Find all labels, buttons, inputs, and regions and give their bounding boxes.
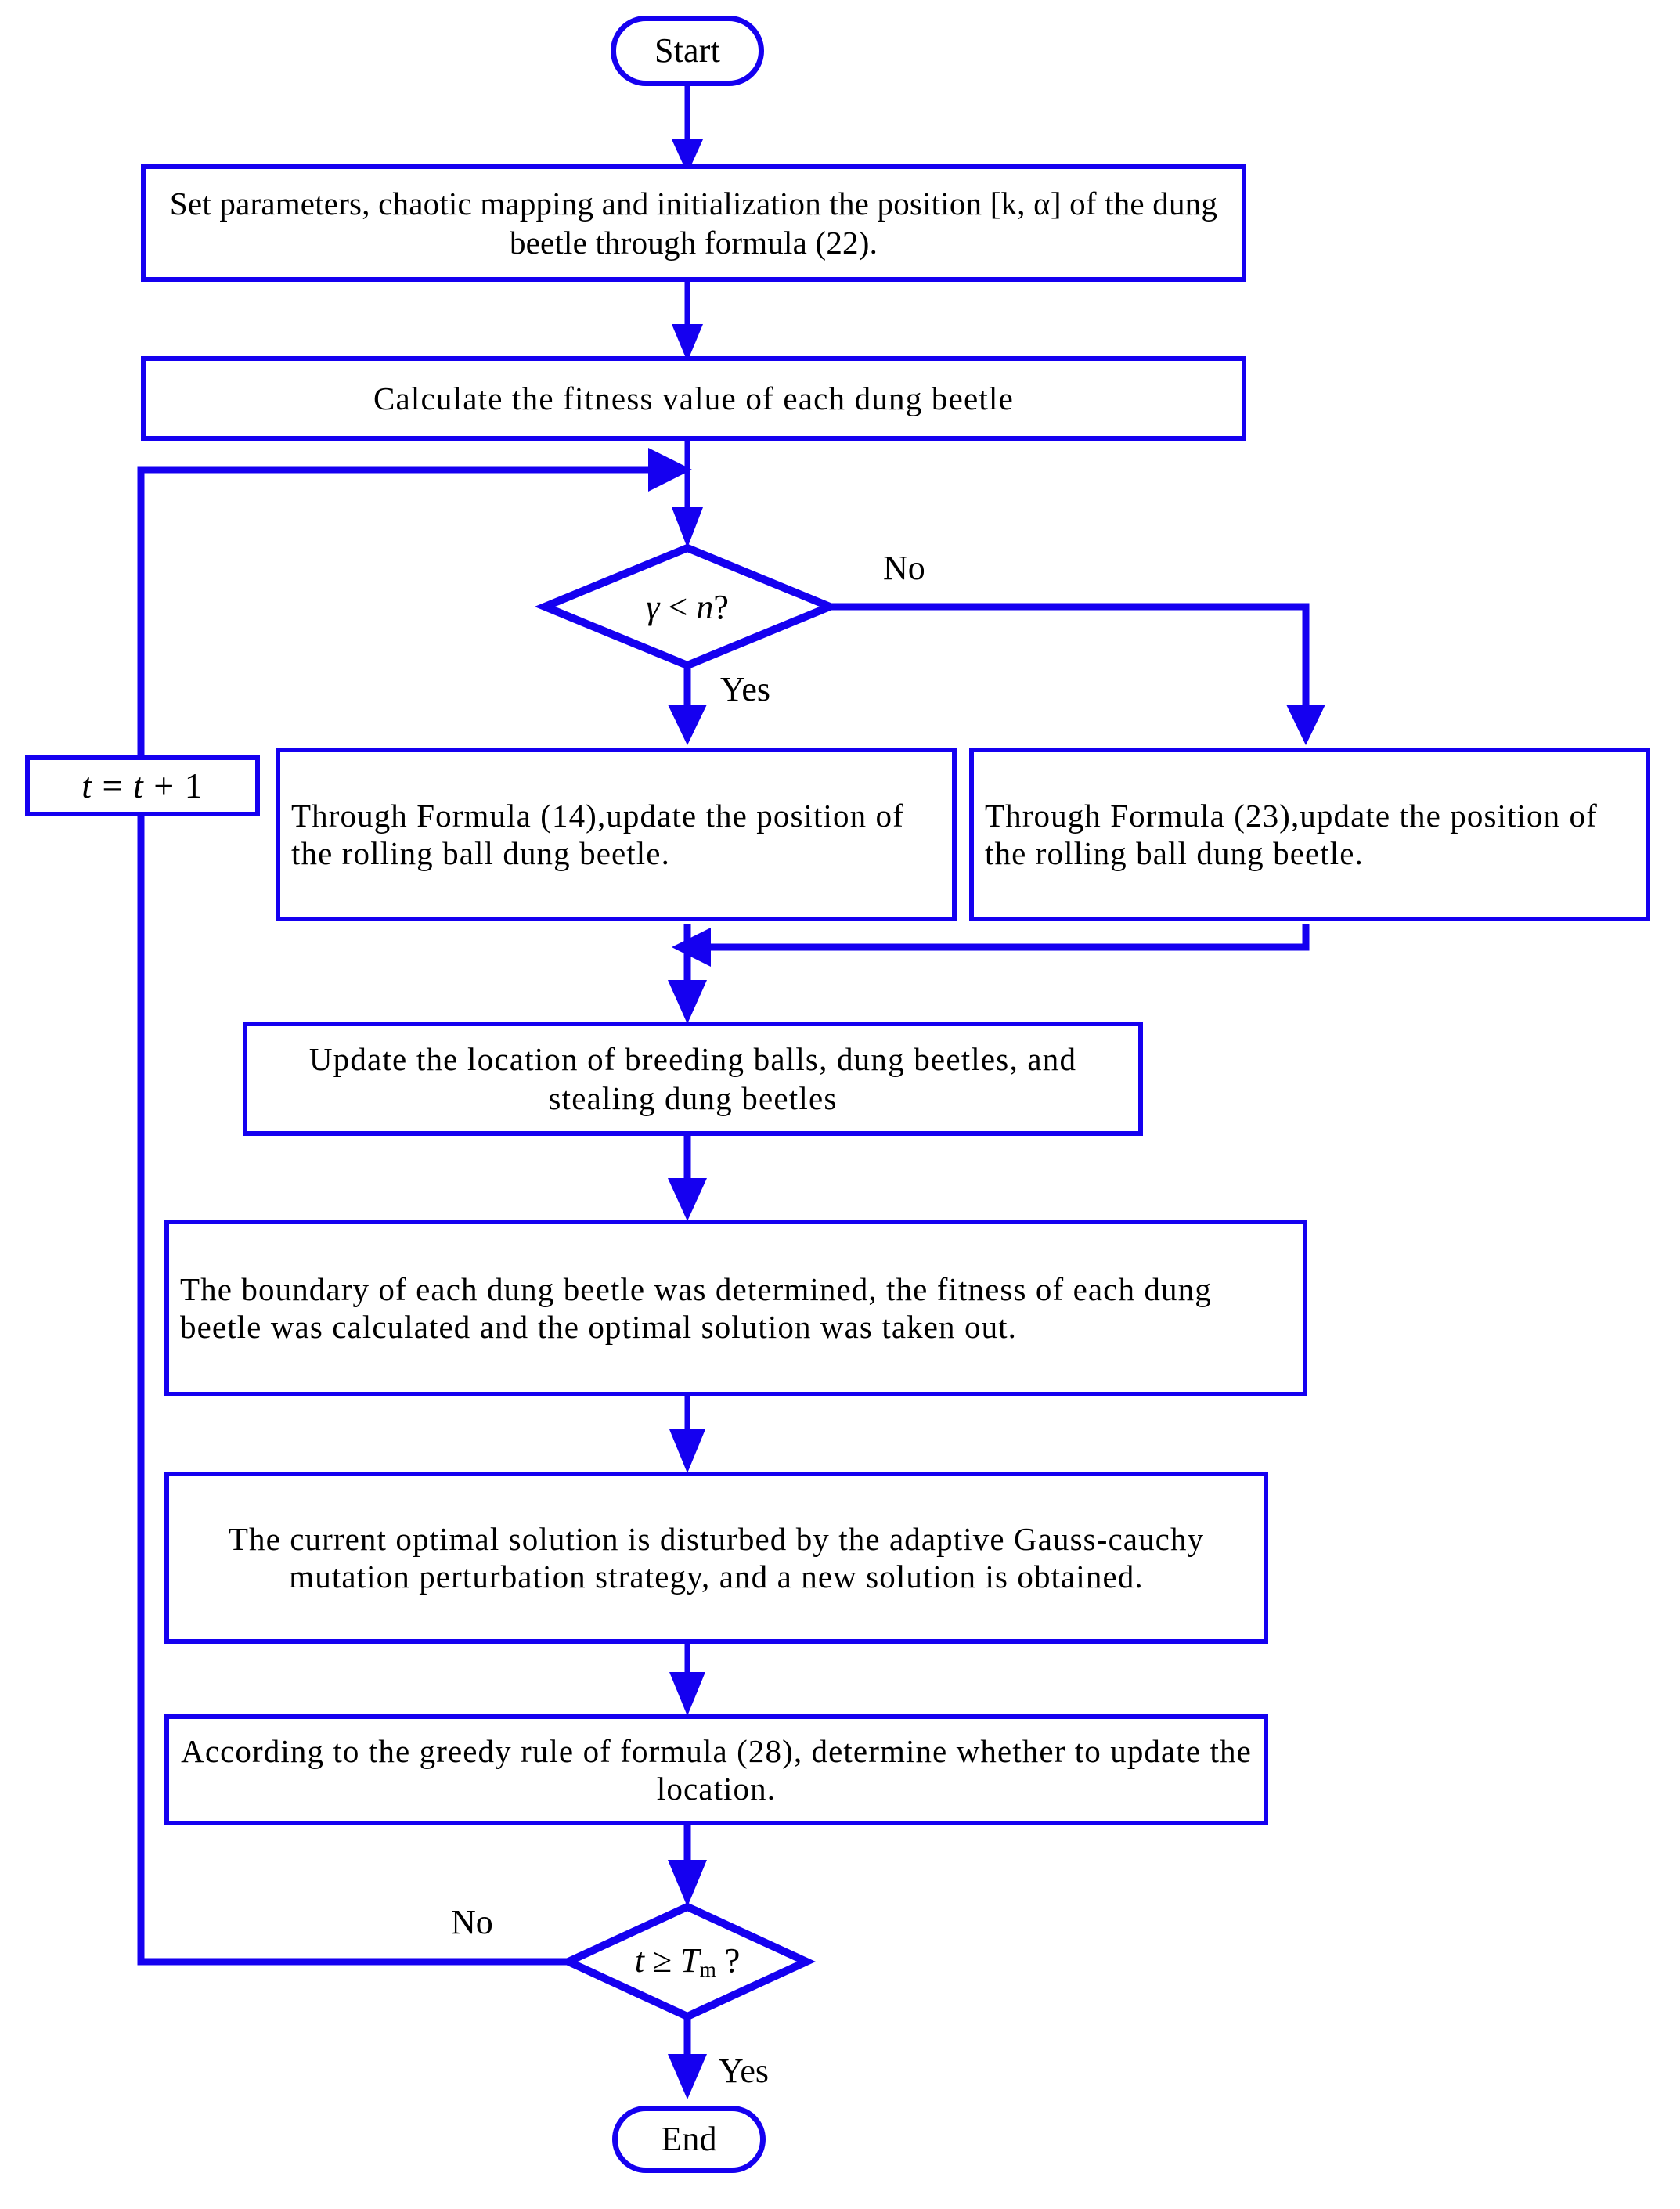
edge-decision2-no <box>137 845 568 1966</box>
node-start[interactable]: Start <box>611 16 764 86</box>
node-mutation-label: The current optimal solution is disturbe… <box>228 1520 1205 1595</box>
edge-start-to-init <box>672 85 703 174</box>
edge-mutation-to-greedy <box>669 1641 705 1716</box>
decision2-expression: t ≥ Tm ? <box>634 1941 741 1981</box>
node-decision2-label[interactable]: t ≥ Tm ? <box>595 1935 780 1987</box>
node-increment[interactable]: t = t + 1 <box>25 755 260 816</box>
edge-increment-to-decision1 <box>137 448 692 845</box>
node-end[interactable]: End <box>612 2106 766 2173</box>
node-formula23-label: Through Formula (23),update the position… <box>985 797 1598 871</box>
node-decision1-label[interactable]: γ < n? <box>595 579 780 634</box>
edge-label-decision1-yes: Yes <box>720 670 771 708</box>
edge-label-decision2-yes: Yes <box>719 2052 770 2090</box>
edge-boundary-to-mutation <box>669 1395 705 1473</box>
edge-greedy-to-decision2 <box>668 1822 707 1907</box>
node-greedy-label: According to the greedy rule of formula … <box>181 1732 1252 1807</box>
decision1-expression: γ < n? <box>646 587 729 626</box>
edge-formula23-merge <box>672 924 1310 967</box>
node-boundary-label: The boundary of each dung beetle was det… <box>180 1270 1212 1345</box>
node-init[interactable]: Set parameters, chaotic mapping and init… <box>141 164 1246 282</box>
edge-decision1-yes <box>668 665 707 745</box>
edge-update-to-boundary <box>668 1133 707 1221</box>
node-boundary[interactable]: The boundary of each dung beetle was det… <box>164 1220 1307 1396</box>
node-update-balls[interactable]: Update the location of breeding balls, d… <box>243 1022 1143 1136</box>
node-mutation[interactable]: The current optimal solution is disturbe… <box>164 1472 1268 1644</box>
node-init-label: Set parameters, chaotic mapping and init… <box>169 185 1218 261</box>
edge-formula14-to-update <box>668 924 707 1024</box>
edge-label-decision1-no: No <box>883 549 925 587</box>
edge-label-decision2-no: No <box>451 1903 493 1941</box>
node-formula14-label: Through Formula (14),update the position… <box>291 797 904 871</box>
edge-decision1-no <box>830 603 1325 745</box>
node-formula23[interactable]: Through Formula (23),update the position… <box>969 748 1650 921</box>
node-end-label: End <box>661 2120 717 2159</box>
node-fitness[interactable]: Calculate the fitness value of each dung… <box>141 356 1246 441</box>
node-greedy[interactable]: According to the greedy rule of formula … <box>164 1714 1268 1825</box>
node-fitness-label: Calculate the fitness value of each dung… <box>373 380 1014 416</box>
node-update-balls-label: Update the location of breeding balls, d… <box>308 1040 1077 1116</box>
edge-init-to-fitness <box>672 279 703 362</box>
edge-decision2-yes <box>668 2016 707 2099</box>
edge-fitness-to-decision1 <box>672 438 703 548</box>
node-start-label: Start <box>654 31 721 70</box>
node-formula14[interactable]: Through Formula (14),update the position… <box>276 748 957 921</box>
node-increment-label: t = t + 1 <box>81 765 204 805</box>
